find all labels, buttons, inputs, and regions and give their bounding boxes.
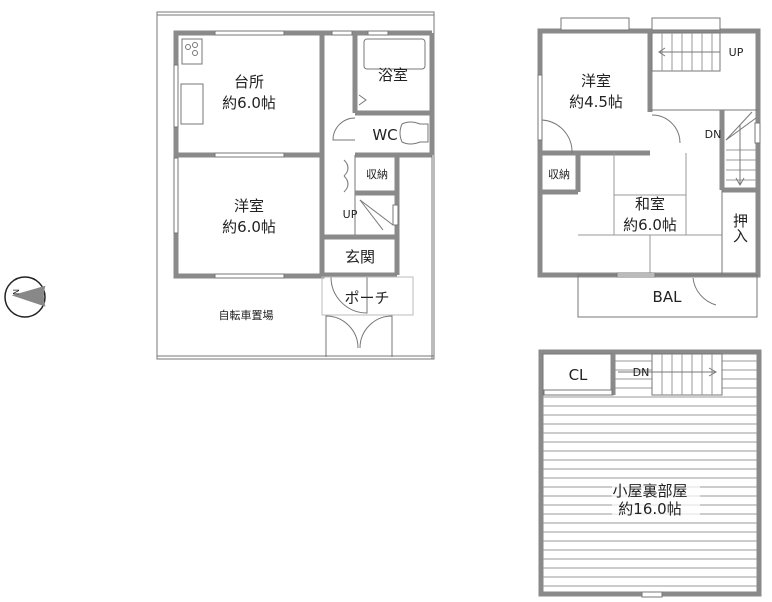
compass-icon: N [4,276,46,318]
western-room-2f-size: 約4.5帖 [569,93,623,111]
japanese-room-label: 和室 [635,195,665,213]
compass-north-label: N [11,289,20,295]
bicycle-parking-label: 自転車置場 [219,308,274,322]
door-swing [332,117,356,141]
porch-label: ポーチ [344,289,389,307]
stairs-down-loft-label: DN [633,366,650,379]
porch-area [321,276,414,316]
loft-room-size: 約16.0帖 [618,500,681,518]
stairs-down-2f-label: DN [705,128,722,141]
gate-icon [325,315,393,357]
stairs-up-label: UP [343,208,358,221]
balcony-label: BAL [653,288,683,306]
site-boundary [156,11,435,360]
storage-label: 収納 [366,168,388,181]
kitchen-label: 台所 [234,73,264,91]
entrance-label: 玄関 [345,248,375,266]
stairs-down-icon [651,353,723,396]
western-room-size: 約6.0帖 [222,218,276,236]
balcony [577,274,758,318]
closet-cl-label: CL [569,366,588,384]
loft: CL DN 小屋裏部屋 約16.0帖 [538,349,762,598]
toilet-icon [399,121,429,145]
loft-room-label: 小屋裏部屋 [612,482,687,500]
kitchen-size: 約6.0帖 [222,94,276,112]
western-room-label: 洋室 [234,197,264,215]
stairs-up-2f-label: UP [729,46,744,59]
bath-label: 浴室 [378,66,408,84]
closet-label: 押入 [731,213,749,243]
floor-1: 台所 約6.0帖 洋室 約6.0帖 浴室 WC 収納 UP 玄関 ポーチ 自転車… [156,11,435,360]
stove-icon [181,38,203,65]
japanese-room-size: 約6.0帖 [623,216,677,234]
entrance-door-swing [330,276,368,314]
bathtub-icon [363,38,426,70]
sink-icon [180,83,204,125]
tatami-lines [578,153,722,275]
wc-label: WC [372,126,397,144]
floor-2: 洋室 約4.5帖 UP DN 収納 和室 約6.0帖 押入 BAL [537,17,761,318]
storage-2f-label: 収納 [548,168,570,181]
western-room-2f-label: 洋室 [581,72,611,90]
